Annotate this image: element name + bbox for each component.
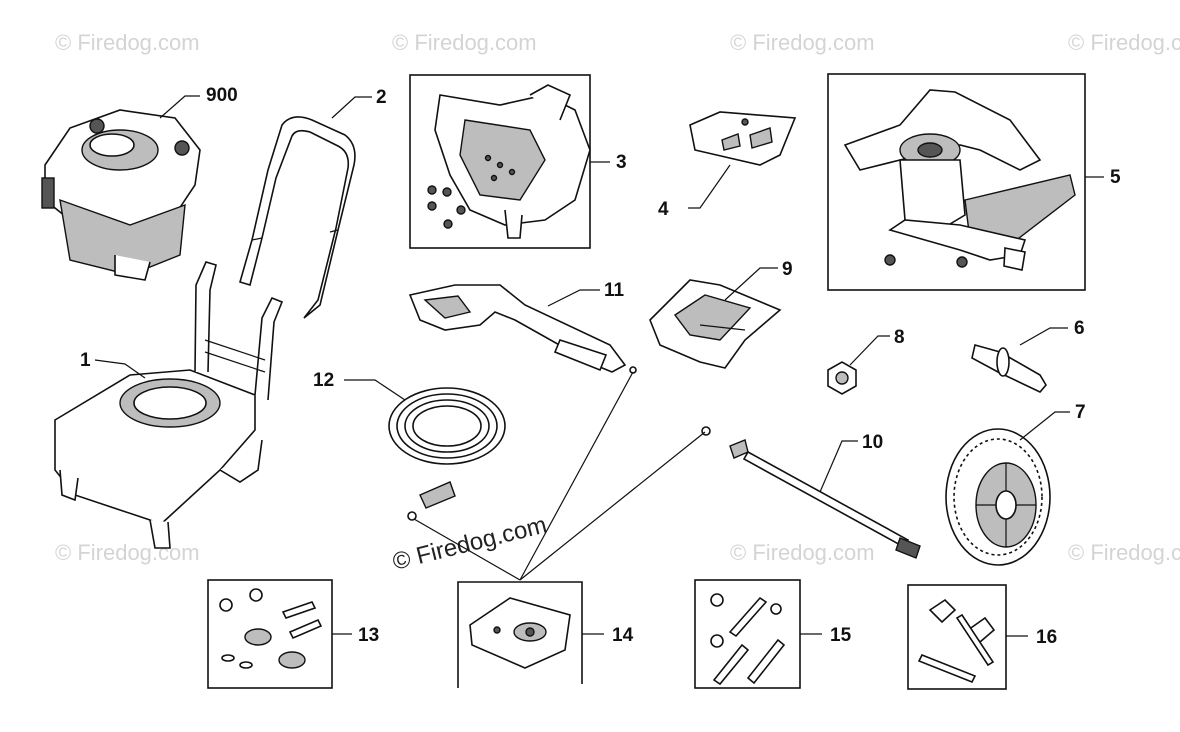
leader-2 [331,96,372,119]
leader-11 [547,289,600,307]
part-16-box[interactable] [907,584,1007,690]
callout-15: 15 [830,625,852,646]
callout-1: 1 [80,350,91,371]
part-12-hose[interactable] [388,387,506,521]
connector-14-hose [413,518,521,581]
watermark-text: © Firedog.com [392,30,537,55]
connector-14-gun [519,371,634,581]
callout-13: 13 [358,625,379,646]
part-10-wand[interactable] [701,426,921,559]
leader-9 [724,267,778,301]
part-4-nozzle-bag[interactable] [689,111,797,166]
callout-9: 9 [782,259,793,280]
callout-5: 5 [1110,167,1121,188]
callout-12: 12 [313,370,334,391]
part-13-hardware[interactable] [219,588,323,669]
leader-900 [159,95,200,119]
leader-7 [1019,411,1070,441]
watermark-text: © Firedog.com [1068,540,1180,565]
leader-10 [819,440,858,493]
callout-4: 4 [658,199,669,220]
callout-14: 14 [612,625,634,646]
part-900-engine[interactable] [41,109,201,281]
watermark-text: © Firedog.com [730,30,875,55]
part-14-box[interactable] [457,581,583,688]
callout-7: 7 [1075,402,1086,423]
leader-12 [344,379,406,401]
watermark-text: © Firedog.com [55,540,200,565]
part-8-nut[interactable] [827,361,857,395]
callout-16: 16 [1036,627,1057,648]
callout-11: 11 [604,280,625,301]
part-7-wheel[interactable] [945,428,1051,566]
part-16-hardware[interactable] [917,598,996,684]
part-6-axle[interactable] [971,344,1047,393]
watermark-text: © Firedog.com [1068,30,1180,55]
callout-8: 8 [894,327,905,348]
callout-2: 2 [376,87,387,108]
callout-900: 900 [206,85,238,106]
part-1-frame[interactable] [54,261,284,549]
callout-6: 6 [1074,318,1085,339]
callout-10: 10 [862,432,883,453]
part-5-pump[interactable] [843,89,1076,271]
watermark-text: © Firedog.com [730,540,875,565]
leader-1 [94,359,146,379]
watermark-main: © Firedog.com [390,511,550,575]
callout-3: 3 [616,152,627,173]
part-15-hardware[interactable] [710,593,786,686]
part-14-kit[interactable] [469,597,571,669]
part-2-handle[interactable] [239,116,356,319]
part-15-box[interactable] [694,579,801,689]
leader-4 [688,164,731,209]
watermark-text: © Firedog.com [55,30,200,55]
part-9-bag[interactable] [649,279,782,369]
part-3-panel[interactable] [427,84,591,239]
connector-14-wand [519,431,706,581]
leader-8 [849,335,890,366]
leader-6 [1019,327,1068,346]
part-11-spray-gun[interactable] [408,284,637,374]
part-5-box[interactable] [827,73,1086,291]
